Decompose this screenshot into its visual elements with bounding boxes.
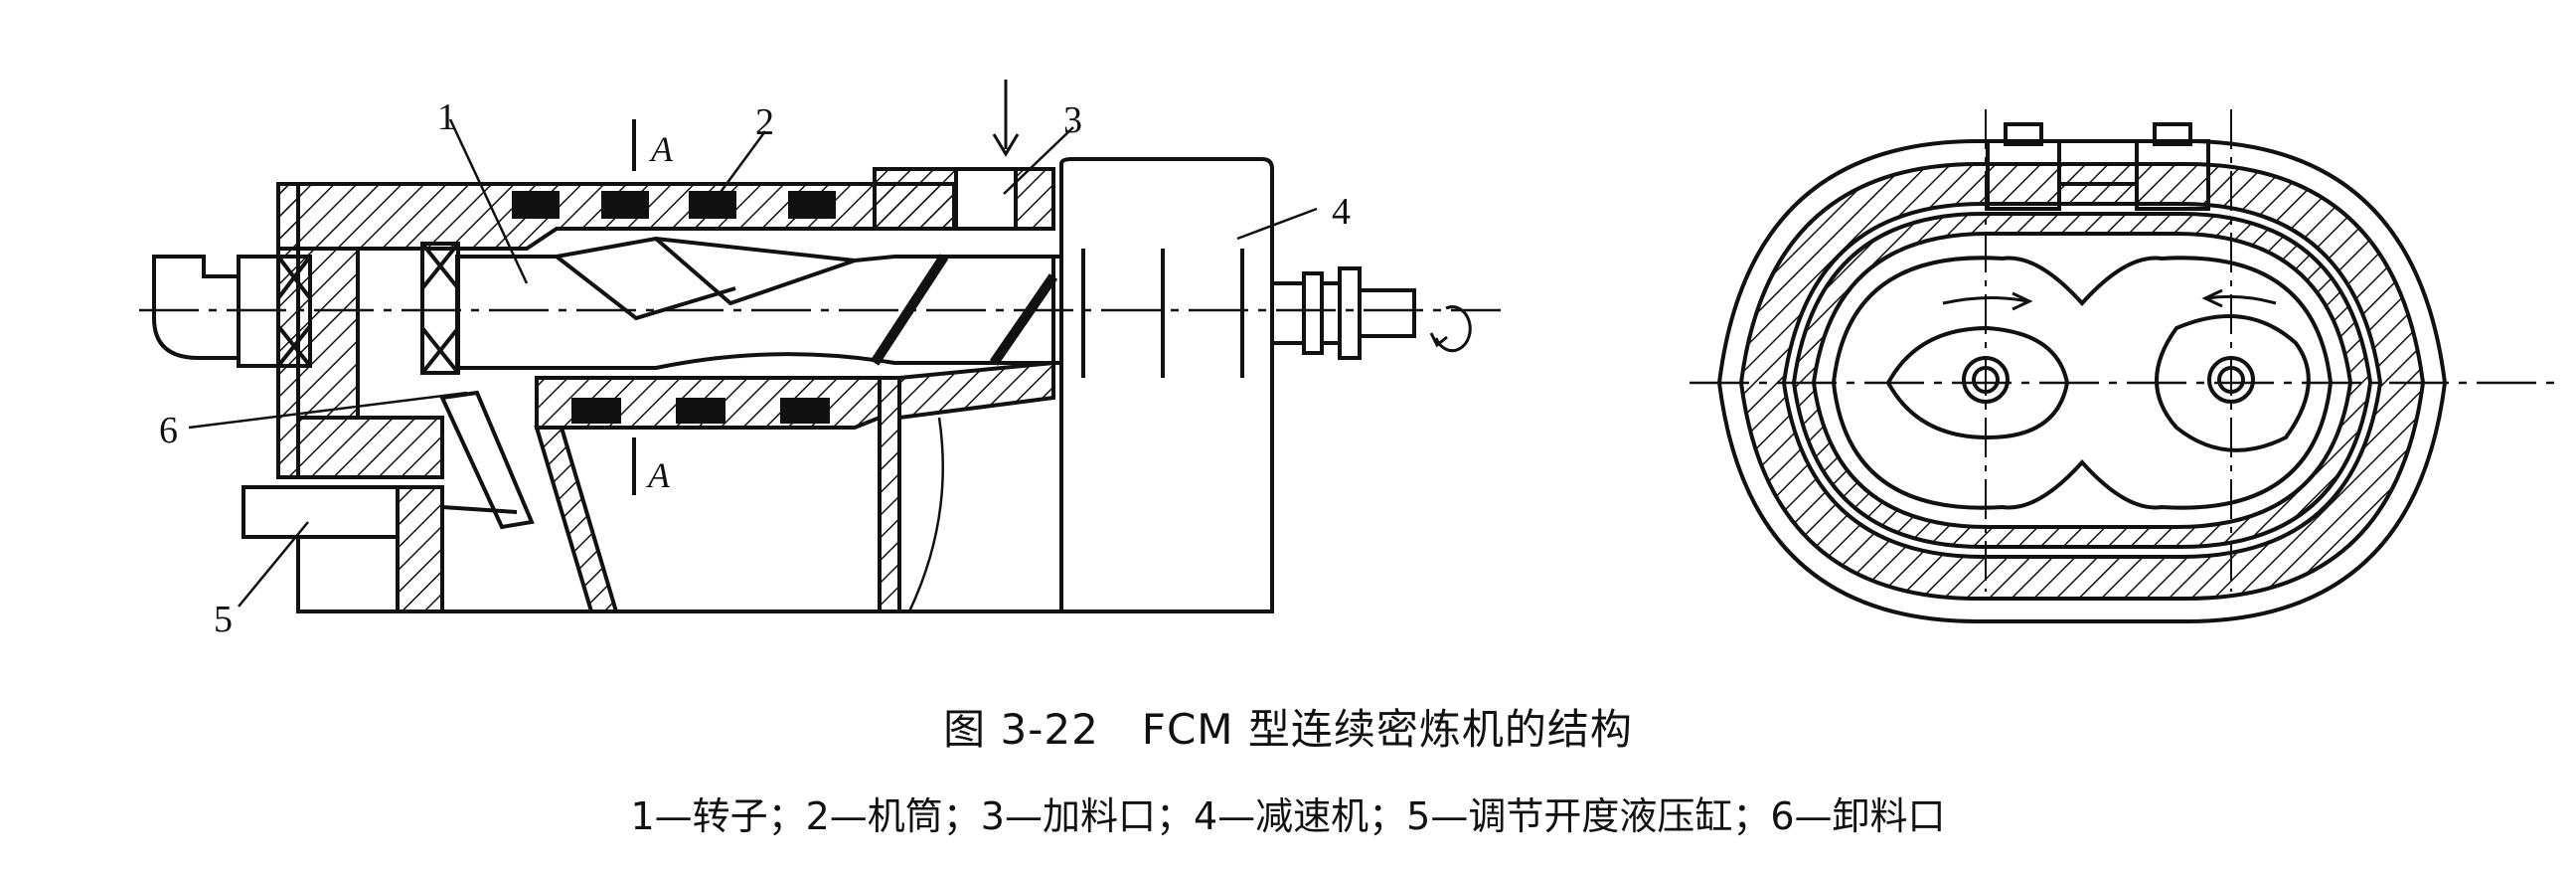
figure-legend: 1—转子；2—机筒；3—加料口；4—减速机；5—调节开度液压缸；6—卸料口 — [630, 794, 1946, 838]
feed-port — [954, 167, 1018, 231]
hydraulic-cylinder — [242, 485, 400, 539]
discharge-gate — [439, 390, 535, 530]
mixing-chamber — [1831, 256, 2334, 510]
outer-shell — [1716, 139, 2448, 623]
section-mark-a-top: A — [649, 129, 674, 169]
callout-6: 6 — [159, 410, 178, 451]
callout-1: 1 — [437, 96, 456, 138]
figure-title: 图 3-22 FCM 型连续密炼机的结构 — [943, 705, 1633, 754]
rotor — [455, 236, 1055, 370]
heater-blocks-bottom — [571, 398, 830, 424]
fcm-mixer-diagram: 1 2 3 4 5 6 A A — [139, 80, 2564, 640]
cross-section-view — [1690, 109, 2564, 623]
callout-4: 4 — [1332, 191, 1351, 233]
side-section-view — [139, 80, 1501, 613]
callout-5: 5 — [214, 599, 233, 640]
callout-3: 3 — [1063, 99, 1082, 141]
reducer-housing — [1059, 157, 1274, 613]
jacket-ring — [1738, 162, 2426, 601]
heater-blocks-top — [512, 191, 836, 219]
section-mark-a-bottom: A — [646, 455, 671, 495]
right-rotor-lobe — [2155, 314, 2311, 452]
callout-2: 2 — [755, 101, 774, 143]
